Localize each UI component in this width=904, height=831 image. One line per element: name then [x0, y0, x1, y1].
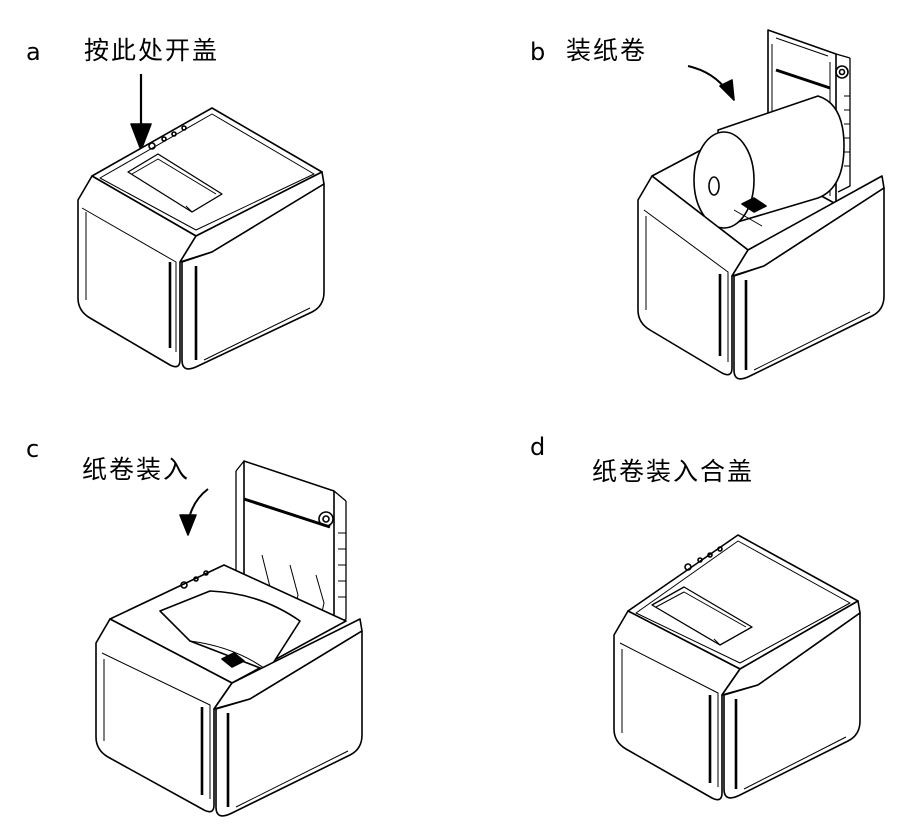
step-b-panel: b 装纸卷 — [452, 0, 904, 415]
curved-arrow-icon — [180, 515, 196, 535]
step-a-letter: a — [26, 38, 41, 66]
step-b-letter: b — [530, 38, 546, 66]
step-d-letter: d — [530, 433, 546, 461]
step-a-panel: a 按此处开盖 — [0, 0, 452, 415]
step-c-panel: c 纸卷装入 — [0, 415, 452, 830]
paper-roll-icon — [160, 591, 300, 671]
step-c-caption: 纸卷装入 — [82, 455, 191, 484]
step-c-letter: c — [26, 435, 40, 463]
printer-lid-closed-illustration — [452, 415, 904, 830]
arrow-head-icon — [131, 124, 151, 150]
step-b-caption: 装纸卷 — [566, 36, 648, 65]
curved-arrow-icon — [720, 80, 734, 100]
step-d-panel: d 纸卷装入合盖 — [452, 415, 904, 830]
step-d-caption: 纸卷装入合盖 — [592, 457, 755, 486]
step-a-caption: 按此处开盖 — [84, 36, 220, 65]
printer-loading-paper-illustration — [452, 0, 904, 415]
printer-closed-illustration — [0, 0, 452, 415]
printer-paper-inserted-illustration — [0, 415, 452, 830]
